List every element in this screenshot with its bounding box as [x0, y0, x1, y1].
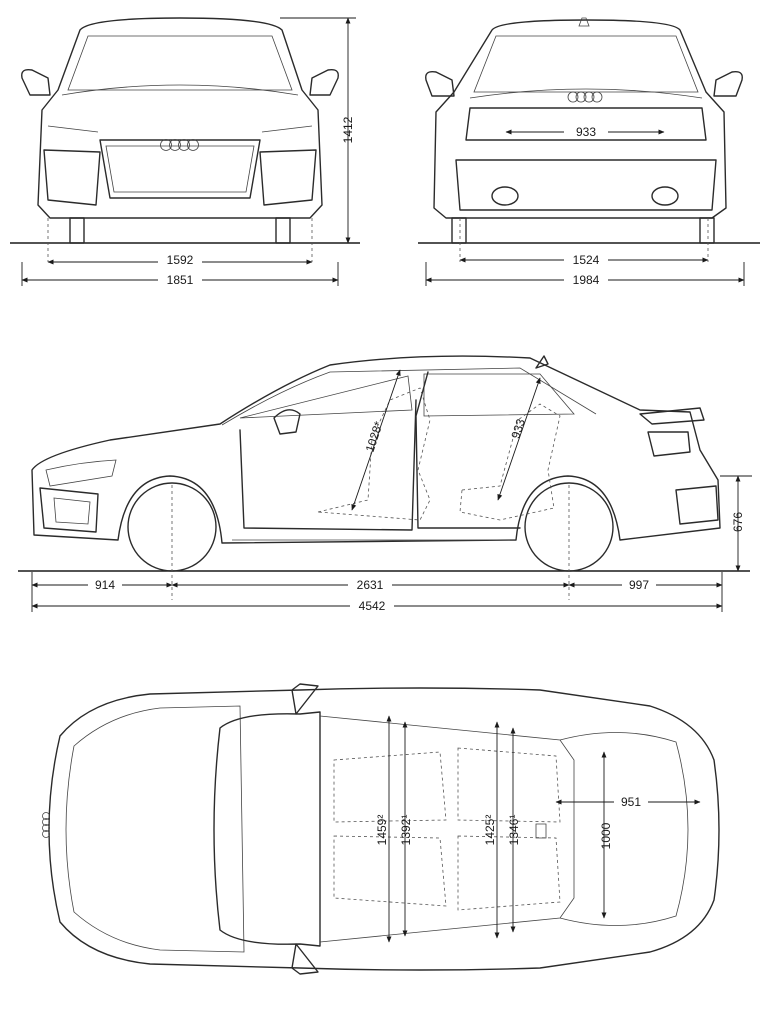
front-overhang-label: 914 — [95, 578, 115, 592]
audi-rings-icon — [567, 91, 603, 103]
rear-overhang-label: 997 — [629, 578, 649, 592]
wheelbase-label: 2631 — [357, 578, 384, 592]
length-label: 4542 — [359, 599, 386, 613]
boot-length-label: 951 — [621, 795, 641, 809]
front-track-label: 1592 — [167, 253, 194, 267]
rear-shoulder-room-label: 1425² — [483, 815, 497, 846]
rear-track-label: 1524 — [573, 253, 600, 267]
side-car-outline — [31, 355, 721, 600]
front-width-label: 1851 — [167, 273, 194, 287]
front-shoulder-room-label: 1459² — [375, 815, 389, 846]
rear-overhang-height-label: 676 — [731, 512, 745, 532]
front-height-label: 1412 — [341, 116, 355, 143]
rear-car-outline — [425, 17, 743, 262]
boot-width-label: 1000 — [599, 822, 613, 849]
rear-elbow-room-label: 1346¹ — [507, 815, 521, 846]
audi-rings-icon — [160, 139, 199, 151]
boot-opening-label: 933 — [576, 125, 596, 139]
rear-headroom-label: 933 — [508, 417, 528, 441]
top-view: 1459² 1392¹ 1425² 1346¹ 951 1000 — [42, 683, 720, 975]
front-view: 1412 1592 1851 — [10, 17, 360, 287]
rear-width-label: 1984 — [573, 273, 600, 287]
front-elbow-room-label: 1392¹ — [399, 815, 413, 846]
side-view: 1028* 933 676 914 2631 997 4542 — [18, 355, 752, 613]
front-headroom-label: 1028* — [363, 419, 386, 453]
audi-rings-icon — [42, 812, 50, 838]
rear-view: 933 1524 1984 — [418, 17, 760, 287]
front-car-outline — [21, 17, 339, 262]
top-car-outline — [42, 683, 720, 975]
